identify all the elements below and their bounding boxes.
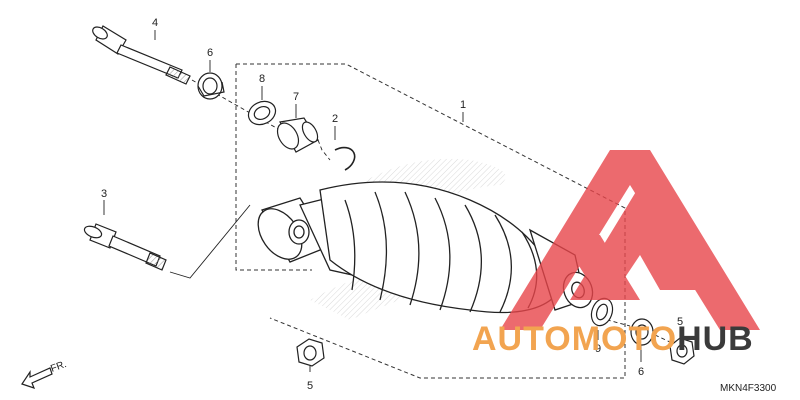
callout-7: 7 — [293, 91, 299, 103]
callout-8: 8 — [259, 73, 265, 85]
callout-6-top: 6 — [207, 47, 213, 59]
arrow-icon — [21, 367, 53, 389]
nut-5-bottom — [296, 338, 325, 367]
washer-8 — [247, 100, 277, 126]
shock-absorber-1 — [257, 181, 594, 314]
nut-5-right — [669, 337, 695, 365]
callout-5-right: 5 — [677, 316, 683, 328]
callout-6-bottom: 6 — [638, 366, 644, 378]
diagram-code: MKN4F3300 — [720, 383, 777, 394]
callout-9: 9 — [595, 343, 601, 355]
svg-text:AUTOMOTOHUB: AUTOMOTOHUB — [472, 320, 754, 358]
bolt-4 — [92, 25, 191, 85]
watermark-text-part1: AUTOMOTO — [472, 320, 677, 358]
assembly-outline — [235, 63, 626, 379]
callout-4: 4 — [152, 17, 158, 29]
watermark-text: AUTOMOTOHUB — [472, 320, 754, 358]
callout-5-bottom: 5 — [307, 380, 313, 392]
seal-9 — [590, 297, 614, 327]
watermark-logo — [500, 150, 760, 330]
front-arrow: FR. — [21, 359, 68, 389]
front-label: FR. — [49, 359, 68, 375]
callout-3: 3 — [101, 188, 107, 200]
callout-1: 1 — [460, 99, 466, 111]
collar-7 — [276, 117, 319, 153]
watermark-text-part2: HUB — [677, 320, 754, 358]
bushing-6-bottom — [630, 318, 654, 346]
callout-2: 2 — [332, 113, 338, 125]
circlip-2 — [334, 146, 356, 171]
bushing-6-top — [197, 72, 225, 100]
bolt-3 — [83, 223, 167, 271]
callouts: 1 2 3 4 5 5 6 6 7 8 9 — [101, 17, 683, 392]
